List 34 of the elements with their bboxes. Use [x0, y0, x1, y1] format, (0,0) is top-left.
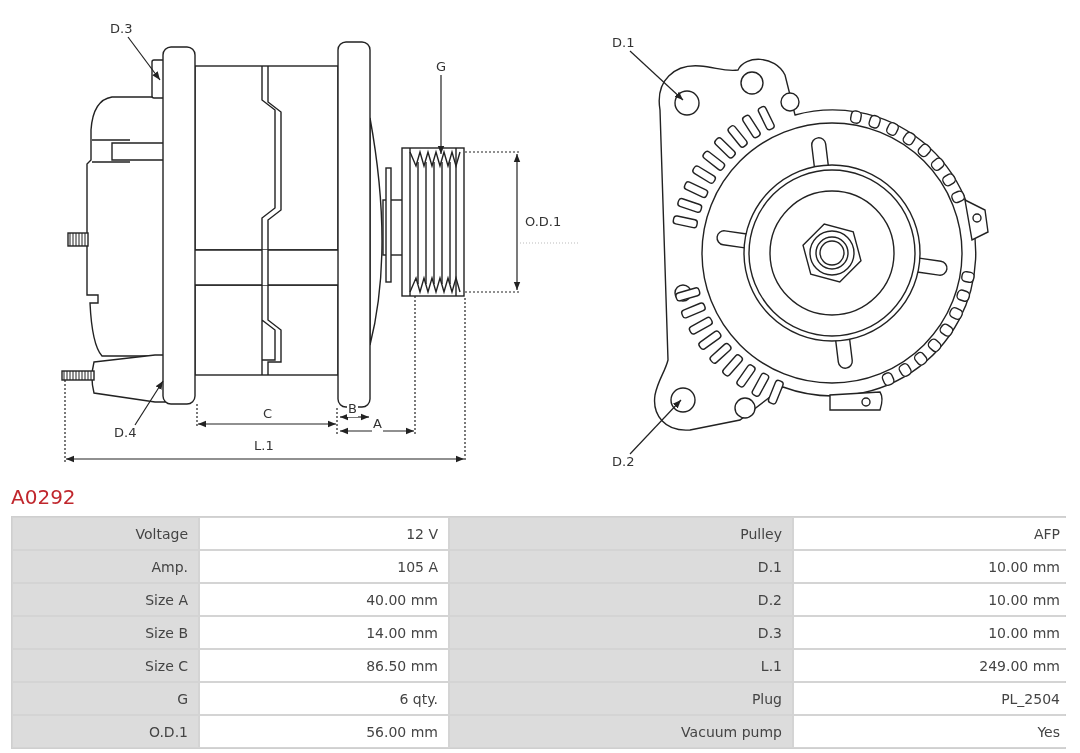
callout-label: D.2 [612, 454, 635, 470]
callout-label: D.4 [114, 425, 137, 441]
callout-label: D.3 [110, 21, 133, 37]
spec-value-cell: 6 qty. [200, 683, 448, 714]
spec-value-cell: 86.50 mm [200, 650, 448, 681]
part-number-title: A0292 [11, 484, 76, 510]
spec-name-cell: D.3 [450, 617, 792, 648]
leader-line [629, 50, 684, 101]
spec-name-cell: Vacuum pump [450, 716, 792, 747]
callout-label: G [436, 59, 447, 75]
leader-line [127, 36, 161, 81]
spec-name-cell: G [13, 683, 198, 714]
spec-name-cell: L.1 [450, 650, 792, 681]
spec-value-cell: 56.00 mm [200, 716, 448, 747]
spec-name-cell: Size C [13, 650, 198, 681]
leader-line [134, 380, 164, 426]
dimension-label: B [347, 401, 358, 417]
spec-name-cell: Voltage [13, 518, 198, 549]
leader-line [629, 399, 682, 455]
spec-name-cell: Size A [13, 584, 198, 615]
spec-name-cell: Plug [450, 683, 792, 714]
spec-value-cell: 105 A [200, 551, 448, 582]
spec-name-cell: Size B [13, 617, 198, 648]
leader-line [437, 74, 445, 155]
spec-name-cell: Pulley [450, 518, 792, 549]
spec-value-cell: 14.00 mm [200, 617, 448, 648]
callout-label: D.1 [612, 35, 635, 51]
spec-name-cell: D.1 [450, 551, 792, 582]
spec-value-cell: 40.00 mm [200, 584, 448, 615]
spec-name-cell: Amp. [13, 551, 198, 582]
dimension-label: A [372, 416, 383, 432]
spec-name-cell: O.D.1 [13, 716, 198, 747]
spec-value-cell: 12 V [200, 518, 448, 549]
spec-name-cell: D.2 [450, 584, 792, 615]
